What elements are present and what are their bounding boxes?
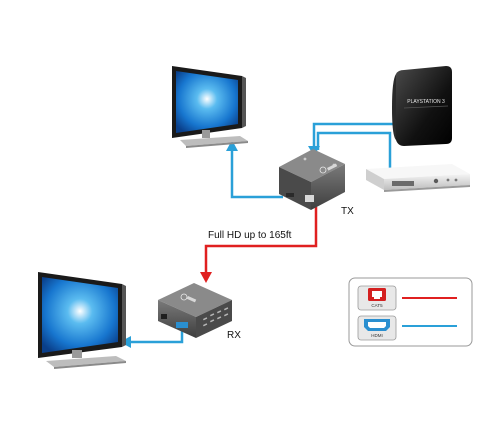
arrow-up-icon xyxy=(226,140,238,151)
cat-cable-tx-to-rx xyxy=(204,207,318,274)
legend-item-cat: CAT5 xyxy=(357,285,457,311)
rx-hdmi-port-icon xyxy=(176,322,188,328)
rx-vent-grille-icon xyxy=(202,307,229,327)
rx-receiver-icon xyxy=(158,283,232,338)
tx-hdmi-port-icon xyxy=(286,193,294,197)
hdmi-cable-settop-to-tx xyxy=(316,131,392,175)
rx-power-port-icon xyxy=(161,314,167,319)
tx-transmitter-icon xyxy=(279,149,345,210)
legend-cat-caption: CAT5 xyxy=(371,303,383,308)
ps3-brand-label: PLAYSTATION 3 xyxy=(407,99,445,105)
hdmi-cable-rx-to-bottom-tv xyxy=(128,330,184,344)
tx-rj45-port-icon xyxy=(305,195,314,202)
legend-item-hdmi: HDMI xyxy=(357,315,457,341)
top-tv-icon xyxy=(172,66,248,148)
cable-legend: CAT5 HDMI xyxy=(348,277,473,347)
arrow-down-red-icon xyxy=(200,272,212,283)
bottom-tv-icon xyxy=(38,272,126,369)
set-top-box-icon xyxy=(366,164,470,192)
hdmi-cable-icon xyxy=(364,319,390,331)
playstation-console-icon: PLAYSTATION 3 xyxy=(392,66,452,146)
hdmi-cable-tx-to-top-tv xyxy=(230,147,283,199)
siig-logo-icon xyxy=(319,163,338,174)
tx-label: TX xyxy=(341,206,354,217)
cat-cable-icon xyxy=(368,288,386,301)
rx-label: RX xyxy=(227,330,241,341)
hdmi-cable-ps3-to-tx xyxy=(312,122,395,150)
distance-label: Full HD up to 165ft xyxy=(208,230,292,241)
siig-logo-icon xyxy=(180,293,197,303)
legend-hdmi-caption: HDMI xyxy=(371,333,383,338)
